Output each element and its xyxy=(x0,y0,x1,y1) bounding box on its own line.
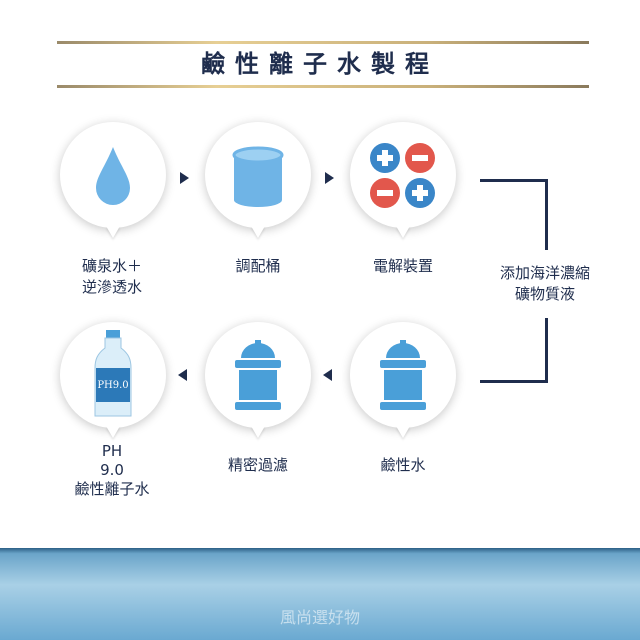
label-mixing-tank: 調配桶 xyxy=(235,257,281,275)
arrow-right-icon xyxy=(325,172,334,184)
filter-cartridge-icon xyxy=(380,340,426,410)
label-mineral-water: 礦泉水＋ 逆滲透水 xyxy=(81,257,142,296)
page-title: 鹼性離子水製程 xyxy=(201,49,439,78)
plus-minus-icon xyxy=(370,143,435,208)
label-alkaline-water: 鹼性水 xyxy=(380,456,426,474)
step-electrolysis xyxy=(350,122,456,228)
label-electrolysis: 電解裝置 xyxy=(372,257,433,275)
step-pure-water-bottle: PH9.0 xyxy=(60,322,166,428)
arrow-right-icon xyxy=(180,172,189,184)
filter-cartridge-icon xyxy=(235,340,281,410)
water-surface-image xyxy=(0,548,640,640)
step-mineral-water xyxy=(60,122,166,228)
step-alkaline-water xyxy=(350,322,456,428)
tank-icon xyxy=(232,146,284,207)
bottom-gold-line xyxy=(57,85,589,88)
connector-bottom xyxy=(480,318,548,383)
watermark: 風尚選好物 xyxy=(279,608,360,627)
step-precision-filter xyxy=(205,322,311,428)
top-gold-line xyxy=(57,41,589,44)
arrow-left-icon xyxy=(178,369,187,381)
label-add-minerals: 添加海洋濃縮 礦物質液 xyxy=(499,264,590,303)
water-drop-icon xyxy=(96,147,130,205)
label-final-product: PH 9.0 鹼性離子水 xyxy=(74,442,150,498)
bottle-label: PH9.0 xyxy=(97,380,128,391)
label-precision-filter: 精密過濾 xyxy=(227,456,288,474)
bottle-icon: PH9.0 xyxy=(94,330,132,417)
connector-top xyxy=(480,179,548,250)
arrow-left-icon xyxy=(323,369,332,381)
step-mixing-tank xyxy=(205,122,311,228)
